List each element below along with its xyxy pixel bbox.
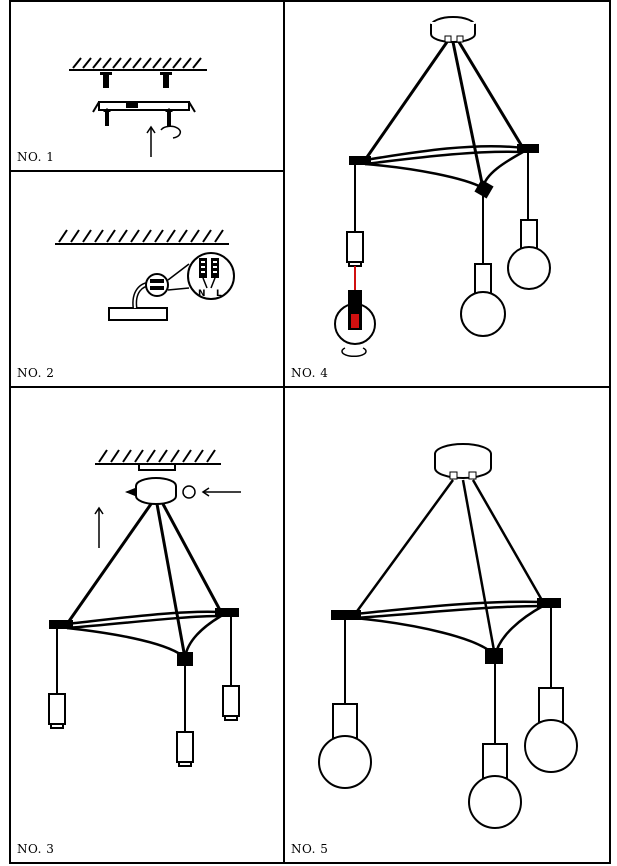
bulb-right <box>507 219 551 290</box>
wire-connection-illustration <box>55 229 235 321</box>
bulb-middle <box>468 743 522 829</box>
frame-arms <box>364 144 524 190</box>
pendant-cords <box>56 617 232 732</box>
wall-plug-left <box>100 72 112 88</box>
step-1-panel: NO. 1 <box>9 0 285 172</box>
ceiling-hatch <box>95 449 221 465</box>
screw-left <box>103 108 111 126</box>
bulb-right <box>524 687 578 773</box>
lampholder-left <box>346 231 364 267</box>
canopy-fixing-illustration <box>48 449 241 767</box>
lampholder-right <box>222 685 240 721</box>
up-arrow-icon <box>94 506 104 548</box>
frame-arms <box>66 610 222 659</box>
suspension-rods <box>353 479 545 657</box>
ceiling-bracket-mounting-illustration <box>69 57 207 157</box>
bulb-installation-illustration <box>334 16 551 358</box>
step-1-label: NO. 1 <box>17 150 55 164</box>
left-arrow-icon <box>201 487 241 497</box>
step-4-panel: NO. 4 <box>283 0 611 388</box>
ceiling-bracket <box>138 463 176 471</box>
suspension-rods <box>65 503 223 659</box>
neutral-label: N <box>198 289 206 299</box>
suspension-rods <box>363 41 525 189</box>
terminal-block <box>145 273 169 297</box>
ceiling-hatch <box>69 57 207 71</box>
frame-arms <box>354 600 544 657</box>
live-label: L <box>216 289 222 299</box>
step-2-label: NO. 2 <box>17 366 55 380</box>
lampholder-left <box>48 693 66 729</box>
step-2-panel: N L NO. 2 <box>9 170 285 388</box>
side-screw-left-icon <box>125 488 135 496</box>
rotate-icon <box>160 125 182 139</box>
up-arrow-icon <box>146 125 156 157</box>
canopy-plate <box>108 307 168 321</box>
screw-right <box>165 108 173 126</box>
wall-plug-right <box>160 72 172 88</box>
ceiling-hatch <box>55 229 229 245</box>
bulb-left <box>318 703 372 789</box>
completed-fixture-illustration <box>318 443 578 829</box>
lampholder-middle <box>176 731 194 767</box>
bulb-middle <box>460 263 506 337</box>
step-3-panel: NO. 3 <box>9 386 285 864</box>
step-4-label: NO. 4 <box>291 366 329 380</box>
rotate-icon <box>182 485 196 499</box>
pendant-cords <box>344 608 552 744</box>
mounting-bracket <box>92 101 196 113</box>
step-5-panel: NO. 5 <box>283 386 611 864</box>
step-5-label: NO. 5 <box>291 842 329 856</box>
twist-icon <box>341 347 367 358</box>
step-3-label: NO. 3 <box>17 842 55 856</box>
pendant-cords <box>354 152 529 264</box>
